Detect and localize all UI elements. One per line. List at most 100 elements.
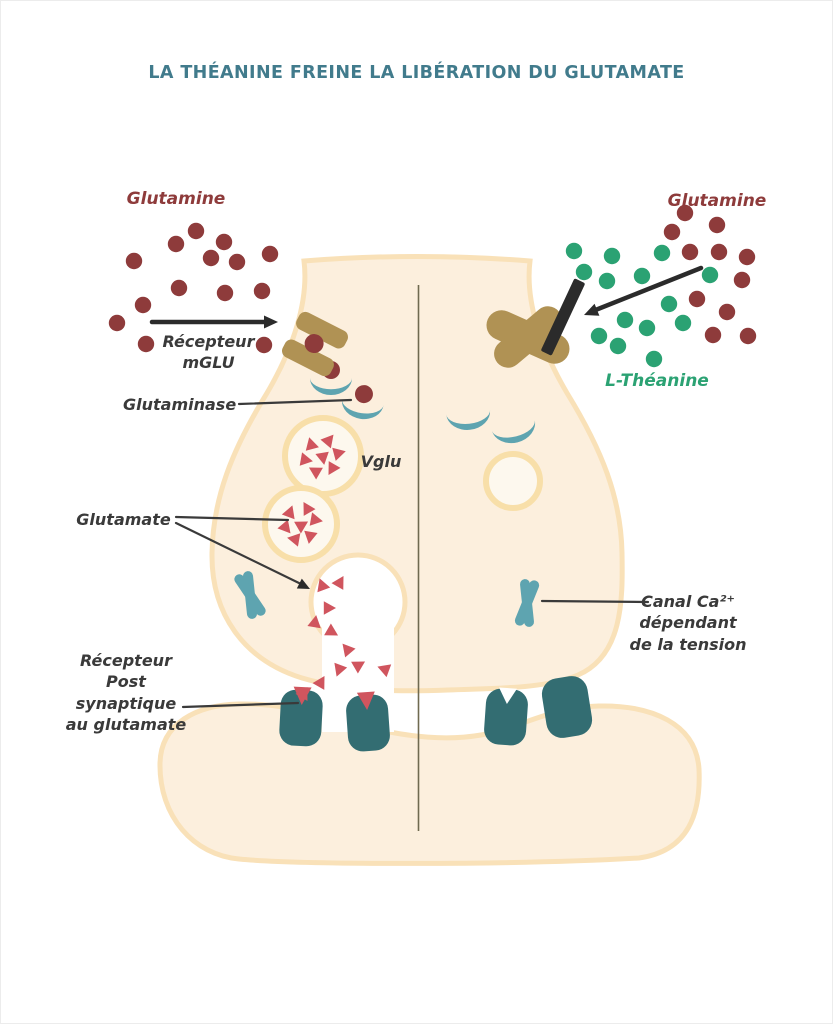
molecule-dot (137, 335, 155, 353)
l-theanine-label: L-Théanine (605, 371, 709, 391)
molecule-dot (255, 336, 273, 354)
mglu-label-line2: mGLU (182, 353, 235, 373)
molecule-dot (733, 271, 751, 289)
glutaminase-pointer (237, 398, 353, 406)
left-glutamine-dots (108, 222, 279, 354)
molecule-dot (616, 311, 634, 329)
glutamate-triangle (328, 461, 341, 476)
calcium-channel-label: Canal Ca²⁺ dépendant de la tension (614, 591, 762, 655)
glutamate-triangle (334, 662, 348, 677)
molecule-dot (228, 253, 246, 271)
molecule-dot (653, 244, 671, 262)
glutamate-triangle (307, 615, 321, 629)
molecule-dot (170, 279, 188, 297)
glutamate-triangle (304, 530, 318, 544)
glutamine-label-left: Glutamine (126, 189, 226, 209)
molecule-dot (134, 296, 152, 314)
glutaminase-enzyme-idle (446, 409, 491, 430)
glutamate-triangle (277, 519, 291, 534)
glutamate-triangle (332, 447, 346, 461)
empty-vesicle (483, 451, 543, 511)
glutamate-triangle (308, 467, 323, 480)
canal-pointer (540, 599, 650, 604)
molecule-dot (202, 249, 220, 267)
theanine-block-bar (541, 278, 585, 356)
glutamate-triangle (287, 533, 301, 547)
glutaminase-label: Glutaminase (123, 395, 237, 414)
molecule-dot (708, 216, 726, 234)
molecule-dot (663, 223, 681, 241)
molecule-dot (718, 303, 736, 321)
post-receptor-label-line2: Post synaptique (75, 672, 177, 713)
calcium-channel-label-line2: dépendant (639, 613, 737, 633)
molecule-dot (598, 272, 616, 290)
calcium-channel-label-line3: de la tension (629, 634, 747, 654)
postsynaptic-receptor-empty (484, 687, 528, 746)
glutamate-triangle (303, 501, 316, 516)
molecule-dot (187, 222, 205, 240)
glutamate-triangle (342, 643, 356, 658)
molecule-dot (633, 267, 651, 285)
molecule-dot (738, 248, 756, 266)
glutamate-triangle (309, 512, 323, 526)
molecule-dot (565, 242, 583, 260)
glutamate-triangle (299, 452, 313, 466)
glutamate-triangle (331, 575, 344, 590)
molecule-dot (215, 233, 233, 251)
page-title: LA THÉANINE FREINE LA LIBÉRATION DU GLUT… (148, 63, 685, 83)
mglu-receptor-label: Récepteur mGLU (146, 331, 271, 374)
molecule-dot (261, 245, 279, 263)
glutamate-triangle (377, 664, 392, 678)
postsynaptic-receptor-empty (541, 676, 593, 738)
post-receptor-label-line3: au glutamate (65, 715, 187, 735)
right-theanine-dots (565, 242, 719, 368)
molecule-dot (704, 326, 722, 344)
fused-vesicle-triangles (317, 575, 344, 615)
molecule-dot (609, 337, 627, 355)
vglu-label: Vglu (360, 452, 402, 471)
calcium-channel-right (514, 579, 540, 627)
postsynaptic-receptor-bound (346, 691, 390, 752)
glutamate-triangle (305, 437, 319, 451)
post-receptor-label: Récepteur Post synaptique au glutamate (56, 650, 196, 736)
glutamine-label-right: Glutamine (667, 191, 767, 211)
molecule-dot (603, 247, 621, 265)
glutamate-triangle (351, 661, 366, 674)
calcium-channel-left (234, 571, 266, 619)
mglu-label-line1: Récepteur (162, 332, 255, 351)
molecule-dot (681, 243, 699, 261)
molecule-dot (701, 266, 719, 284)
right-glutamine-dots (663, 204, 757, 345)
calcium-channel-label-line1: Canal Ca²⁺ (641, 592, 735, 611)
glutaminase-enzyme-active (341, 385, 384, 420)
molecule-dot (688, 290, 706, 308)
glutamate-pointer-release (174, 521, 303, 586)
molecule-dot (253, 282, 271, 300)
molecule-dot (590, 327, 608, 345)
postsynaptic-cell (157, 701, 702, 866)
glutamine-flow-arrow (149, 315, 278, 329)
molecule-dot (676, 204, 694, 222)
cleft-triangles (295, 615, 392, 702)
glutamate-triangle (315, 451, 329, 465)
post-receptor-label-line1: Récepteur (80, 651, 172, 670)
glutamate-triangle (281, 505, 295, 520)
post-receptor-pointer (181, 701, 300, 709)
molecule-dot (125, 252, 143, 270)
theanine-block-arrow (584, 265, 704, 316)
glutamate-triangle (295, 687, 308, 702)
glutamate-triangle (317, 578, 331, 593)
glutamate-triangle (323, 601, 336, 615)
molecule-dot (660, 295, 678, 313)
molecule-dot (638, 319, 656, 337)
glutamate-pointer-arrowhead (296, 578, 310, 589)
molecule-dot (108, 314, 126, 332)
glutamate-triangle (312, 675, 325, 690)
glutamate-pointer-vesicle (174, 515, 290, 522)
mglu-receptor (282, 311, 348, 377)
glutamate-triangle (324, 623, 339, 636)
molecule-dot (739, 327, 757, 345)
vesicle2-triangles (277, 501, 323, 547)
